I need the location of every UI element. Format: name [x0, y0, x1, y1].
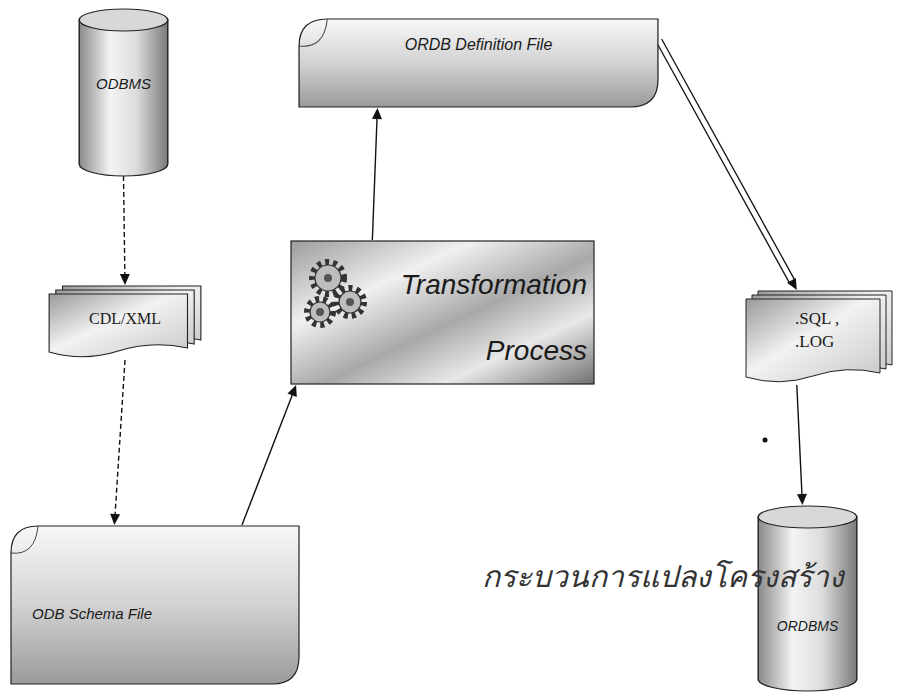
flow-arrow — [110, 360, 125, 525]
process-box: Transformation Process — [290, 240, 595, 385]
file-scroll-outline — [298, 18, 659, 108]
stray-dot — [763, 438, 768, 443]
node-label: ODB Schema File — [32, 605, 152, 622]
document-stack: CDL/XML — [48, 285, 202, 360]
node-label: ODBMS — [78, 75, 169, 92]
file-scroll: ORDB Definition File — [298, 18, 659, 108]
diagram-caption: กระบวนการแปลงโครงสร้าง — [482, 553, 844, 600]
database-cylinder: ORDBMS — [757, 505, 858, 691]
node-label: ORDBMS — [757, 618, 858, 634]
flow-arrow — [656, 39, 796, 290]
file-scroll: ODB Schema File — [10, 525, 300, 685]
node-label: Transformation Process — [382, 252, 587, 384]
database-cylinder-outline — [757, 505, 858, 691]
flow-arrow — [120, 176, 130, 285]
flow-arrow — [797, 385, 807, 505]
flow-arrow — [372, 108, 382, 240]
node-label: CDL/XML — [48, 310, 202, 328]
database-cylinder: ODBMS — [78, 8, 169, 176]
node-label: .SQL , .LOG — [795, 308, 857, 352]
flow-arrow — [242, 385, 297, 525]
node-label: ORDB Definition File — [298, 36, 659, 54]
document-stack: .SQL , .LOG — [745, 290, 893, 385]
